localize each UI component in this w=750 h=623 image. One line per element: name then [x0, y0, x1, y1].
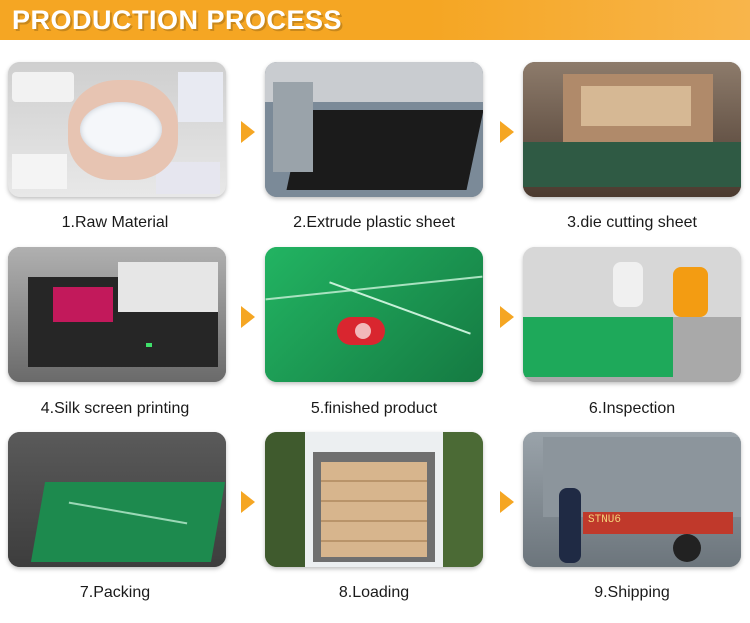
page-title: PRODUCTION PROCESS	[12, 5, 343, 35]
step-label: 4.Silk screen printing	[40, 400, 190, 417]
arrow-right-icon	[241, 121, 255, 143]
arrow-right-icon	[500, 491, 514, 513]
arrow-right-icon	[241, 491, 255, 513]
photo-extrude-plastic-sheet	[265, 62, 483, 197]
step-label: 5.finished product	[310, 400, 438, 417]
step-label: 7.Packing	[79, 584, 151, 601]
photo-silk-screen-printing	[8, 247, 226, 382]
step-label: 6.Inspection	[588, 400, 676, 417]
photo-finished-product	[265, 247, 483, 382]
photo-shipping: STNU6	[523, 432, 741, 567]
photo-raw-material	[8, 62, 226, 197]
arrow-right-icon	[241, 306, 255, 328]
photo-die-cutting-sheet	[523, 62, 741, 197]
photo-inspection	[523, 247, 741, 382]
step-label: 2.Extrude plastic sheet	[293, 214, 455, 231]
step-label: 9.Shipping	[594, 584, 670, 601]
photo-packing	[8, 432, 226, 567]
arrow-right-icon	[500, 121, 514, 143]
photo-loading	[265, 432, 483, 567]
banner-accent	[430, 0, 750, 40]
arrow-right-icon	[500, 306, 514, 328]
title-shadow: PRODUCTION PROCESS	[14, 7, 345, 37]
step-label: 3.die cutting sheet	[567, 214, 697, 231]
header-banner: PRODUCTION PROCESS PRODUCTION PROCESS	[0, 0, 750, 40]
step-label: 1.Raw Material	[61, 214, 169, 231]
truck-plate: STNU6	[588, 514, 622, 526]
step-label: 8.Loading	[338, 584, 410, 601]
